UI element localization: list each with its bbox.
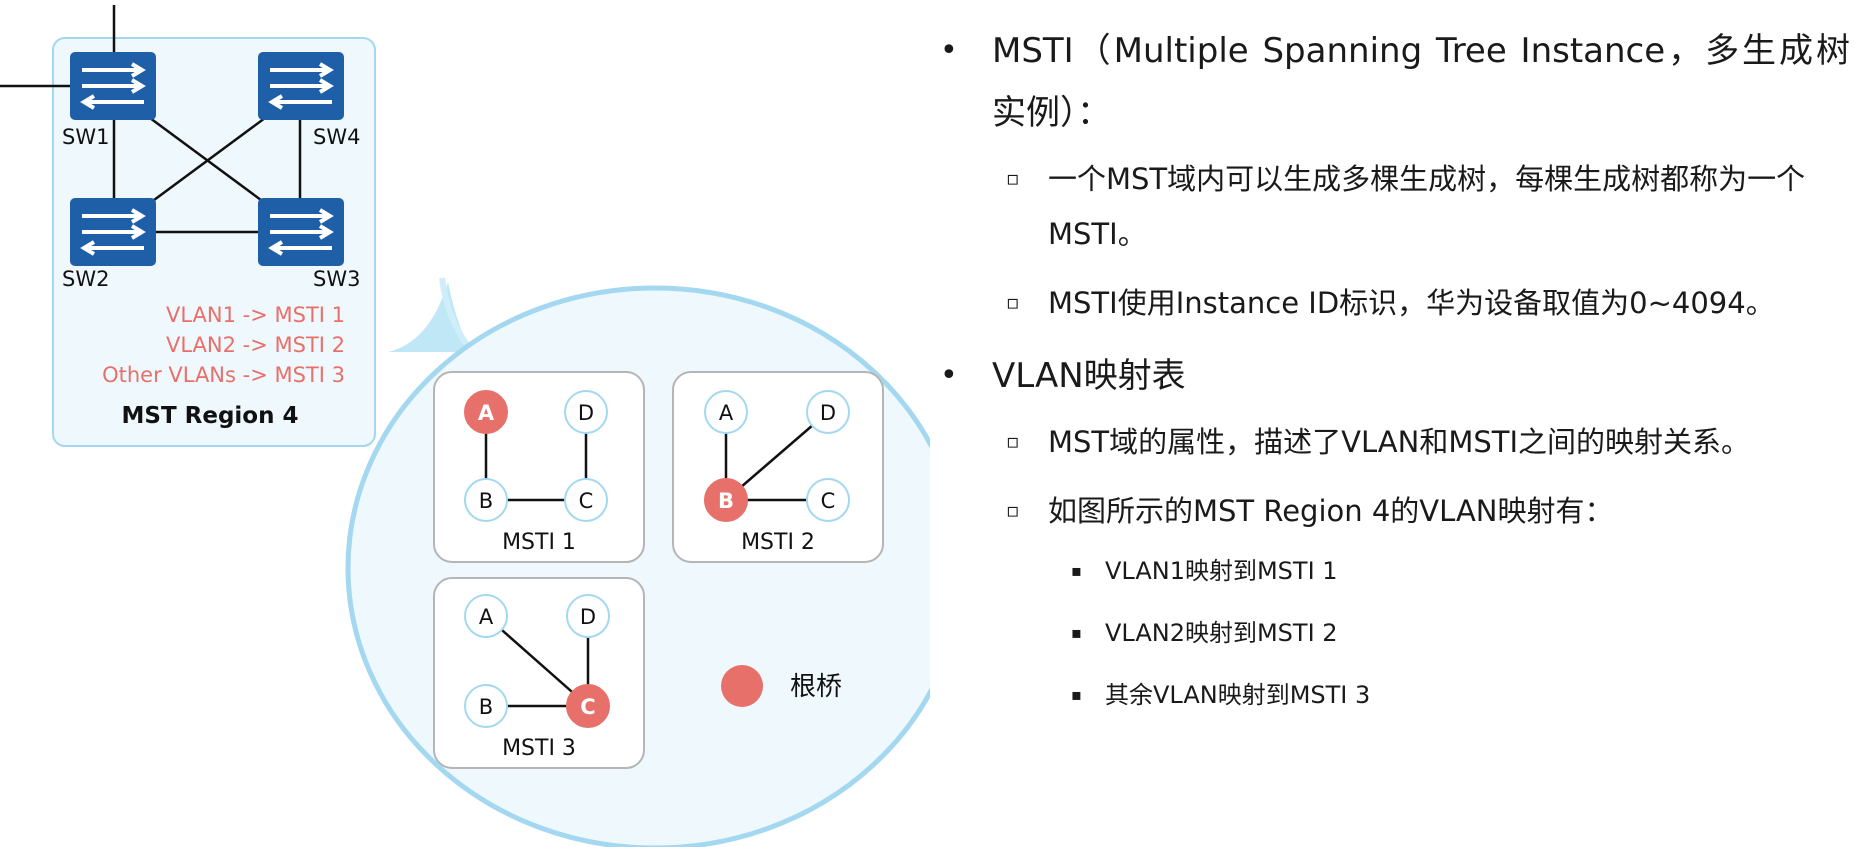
bullet-msti: • MSTI（Multiple Spanning Tree Instance，多… xyxy=(940,20,1850,144)
mapping-vlan2: VLAN2 -> MSTI 2 xyxy=(166,333,345,357)
small-square-bullet-icon: ▪ xyxy=(1071,685,1082,704)
callout-arrow xyxy=(388,282,468,352)
node-d: D xyxy=(564,390,608,434)
msti-2-panel: A D B C MSTI 2 xyxy=(672,371,884,563)
mapping-other: Other VLANs -> MSTI 3 xyxy=(102,363,345,387)
switch-label-sw2: SW2 xyxy=(62,267,109,291)
switch-sw4 xyxy=(258,52,344,120)
small-square-bullet-icon: ▪ xyxy=(1071,561,1082,580)
node-b: B xyxy=(464,478,508,522)
switch-label-sw3: SW3 xyxy=(313,267,360,291)
subbullet: ▫ MST域的属性，描述了VLAN和MSTI之间的映射关系。 xyxy=(940,415,1850,470)
bullet-vlan-map: • VLAN映射表 xyxy=(940,345,1850,407)
node-a: A xyxy=(464,390,508,434)
bullet-vlan-map-title: VLAN映射表 xyxy=(992,356,1186,396)
subbullet-text: 如图所示的MST Region 4的VLAN映射有： xyxy=(1048,494,1614,528)
subbullet-text: MST域的属性，描述了VLAN和MSTI之间的映射关系。 xyxy=(1048,425,1751,459)
msti-1-panel: A D B C MSTI 1 xyxy=(433,371,645,563)
subsubbullet-text: VLAN1映射到MSTI 1 xyxy=(1105,557,1338,585)
svg-text:A: A xyxy=(478,401,495,425)
subsubbullet-text: VLAN2映射到MSTI 2 xyxy=(1105,619,1338,647)
svg-text:C: C xyxy=(580,695,595,719)
msti-3-panel: A D B C MSTI 3 xyxy=(433,577,645,769)
root-bridge-legend-dot xyxy=(721,665,763,707)
subsubbullet: ▪ VLAN1映射到MSTI 1 xyxy=(940,553,1850,589)
subbullet: ▫ MSTI使用Instance ID标识，华为设备取值为0~4094。 xyxy=(940,276,1850,331)
node-b: B xyxy=(464,684,508,728)
svg-text:B: B xyxy=(479,695,493,719)
switch-links xyxy=(112,116,302,234)
mst-diagram: SW1 SW4 SW2 SW3 VLAN1 -> MSTI 1 VLAN2 ->… xyxy=(0,5,930,847)
node-c: C xyxy=(806,478,850,522)
subbullet: ▫ 如图所示的MST Region 4的VLAN映射有： xyxy=(940,484,1850,539)
svg-text:B: B xyxy=(718,489,734,513)
mapping-vlan1: VLAN1 -> MSTI 1 xyxy=(166,303,345,327)
msti-1-label: MSTI 1 xyxy=(502,530,576,555)
msti-3-label: MSTI 3 xyxy=(502,736,576,761)
node-d: D xyxy=(806,390,850,434)
node-c: C xyxy=(566,684,610,728)
svg-text:C: C xyxy=(821,489,836,513)
square-bullet-icon: ▫ xyxy=(1006,290,1020,314)
node-a: A xyxy=(704,390,748,434)
bullet-dot-icon: • xyxy=(940,33,958,68)
bullet-msti-title: MSTI（Multiple Spanning Tree Instance，多生成… xyxy=(992,31,1850,133)
subsubbullet: ▪ VLAN2映射到MSTI 2 xyxy=(940,615,1850,651)
switch-sw2 xyxy=(70,198,156,266)
subbullet: ▫ 一个MST域内可以生成多棵生成树，每棵生成树都称为一个MSTI。 xyxy=(940,152,1850,262)
square-bullet-icon: ▫ xyxy=(1006,166,1020,190)
node-d: D xyxy=(566,594,610,638)
switch-sw3 xyxy=(258,198,344,266)
switch-arrows-icon xyxy=(268,62,334,110)
svg-text:A: A xyxy=(479,605,494,629)
svg-text:D: D xyxy=(820,401,836,425)
region-box xyxy=(52,37,376,447)
svg-text:B: B xyxy=(479,489,493,513)
bullet-list: • MSTI（Multiple Spanning Tree Instance，多… xyxy=(940,20,1850,739)
subbullet-text: MSTI使用Instance ID标识，华为设备取值为0~4094。 xyxy=(1048,286,1775,320)
subbullet-text: 一个MST域内可以生成多棵生成树，每棵生成树都称为一个MSTI。 xyxy=(1048,162,1806,251)
node-a: A xyxy=(464,594,508,638)
square-bullet-icon: ▫ xyxy=(1006,429,1020,453)
switch-sw1 xyxy=(70,52,156,120)
svg-text:D: D xyxy=(580,605,596,629)
switch-arrows-icon xyxy=(80,62,146,110)
small-square-bullet-icon: ▪ xyxy=(1071,623,1082,642)
node-c: C xyxy=(564,478,608,522)
root-bridge-legend-label: 根桥 xyxy=(790,672,842,702)
subsubbullet-text: 其余VLAN映射到MSTI 3 xyxy=(1105,681,1371,709)
node-b: B xyxy=(704,478,748,522)
subsubbullet: ▪ 其余VLAN映射到MSTI 3 xyxy=(940,677,1850,713)
region-label: MST Region 4 xyxy=(122,403,299,429)
switch-arrows-icon xyxy=(268,208,334,256)
switch-arrows-icon xyxy=(80,208,146,256)
svg-text:C: C xyxy=(579,489,594,513)
switch-label-sw4: SW4 xyxy=(313,125,360,149)
switch-label-sw1: SW1 xyxy=(62,125,109,149)
bullet-dot-icon: • xyxy=(940,358,958,393)
svg-text:D: D xyxy=(578,401,594,425)
svg-text:A: A xyxy=(719,401,734,425)
msti-2-label: MSTI 2 xyxy=(741,530,815,555)
square-bullet-icon: ▫ xyxy=(1006,498,1020,522)
